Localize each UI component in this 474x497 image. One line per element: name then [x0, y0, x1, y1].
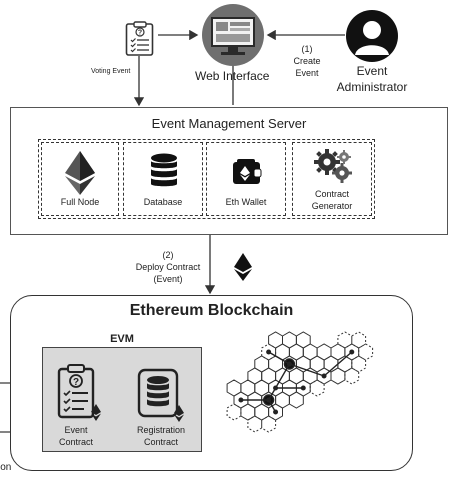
event-contract-icon: ? — [57, 364, 101, 421]
network-link — [268, 351, 290, 365]
blockchain-network-illustration — [226, 331, 374, 433]
ethereum-logo-icon — [234, 253, 252, 281]
server-components-group — [38, 139, 375, 219]
database-label: Database — [143, 197, 183, 207]
network-node — [321, 373, 327, 379]
event-contract-label-line1: Event — [64, 425, 88, 435]
hex-cell — [351, 355, 367, 373]
voting-document-icon: ? — [125, 21, 154, 56]
create-event-line2: Event — [295, 68, 319, 78]
network-node — [238, 397, 244, 403]
registration-contract-label-line2: Contract — [143, 437, 178, 447]
hex-cell — [358, 343, 374, 361]
database-box — [123, 142, 203, 216]
registration-contract-icon — [137, 368, 184, 422]
hex-cell — [330, 367, 346, 385]
administrator-avatar-icon — [346, 10, 398, 62]
hex-cell — [288, 391, 304, 409]
left-edge-text: ion — [0, 462, 12, 473]
create-event-step: (1) — [301, 44, 313, 54]
evm-title: EVM — [110, 333, 134, 345]
database-icon — [151, 153, 177, 187]
web-interface-monitor-icon — [202, 4, 264, 66]
network-node — [273, 385, 279, 391]
web-interface-label: Web Interface — [195, 69, 270, 83]
admin-label-line1: Event — [356, 64, 388, 78]
network-node — [349, 349, 355, 355]
network-node — [266, 397, 272, 403]
registration-contract-label-line1: Registration — [136, 425, 186, 435]
deploy-line1: Deploy Contract — [135, 262, 201, 272]
network-node — [286, 361, 292, 367]
gears-icon — [314, 149, 352, 183]
eth-wallet-box — [206, 142, 286, 216]
network-node — [273, 409, 279, 415]
ethereum-icon — [65, 151, 95, 195]
deploy-line2: (Event) — [153, 274, 183, 284]
network-node — [266, 349, 272, 355]
eth-wallet-label: Eth Wallet — [225, 197, 267, 207]
network-link — [323, 351, 353, 377]
contract-generator-label-line1: Contract — [314, 189, 349, 199]
blockchain-title: Ethereum Blockchain — [129, 302, 294, 319]
svg-text:?: ? — [73, 377, 79, 388]
network-link — [289, 363, 325, 377]
svg-text:?: ? — [138, 30, 142, 37]
server-title: Event Management Server — [151, 116, 307, 131]
hex-cell — [226, 403, 242, 421]
network-node — [300, 385, 306, 391]
contract-generator-box — [292, 142, 372, 216]
contract-generator-label-line2: Generator — [311, 201, 353, 211]
full-node-box — [41, 142, 119, 216]
event-contract-label-line2: Contract — [58, 437, 93, 447]
wallet-icon — [233, 159, 262, 184]
network-link — [274, 363, 291, 389]
admin-label-line2: Administrator — [336, 80, 408, 94]
deploy-step: (2) — [162, 250, 174, 260]
voting-event-label: Voting Event — [91, 68, 131, 75]
create-event-line1: Create — [293, 56, 321, 66]
full-node-label: Full Node — [60, 197, 100, 207]
